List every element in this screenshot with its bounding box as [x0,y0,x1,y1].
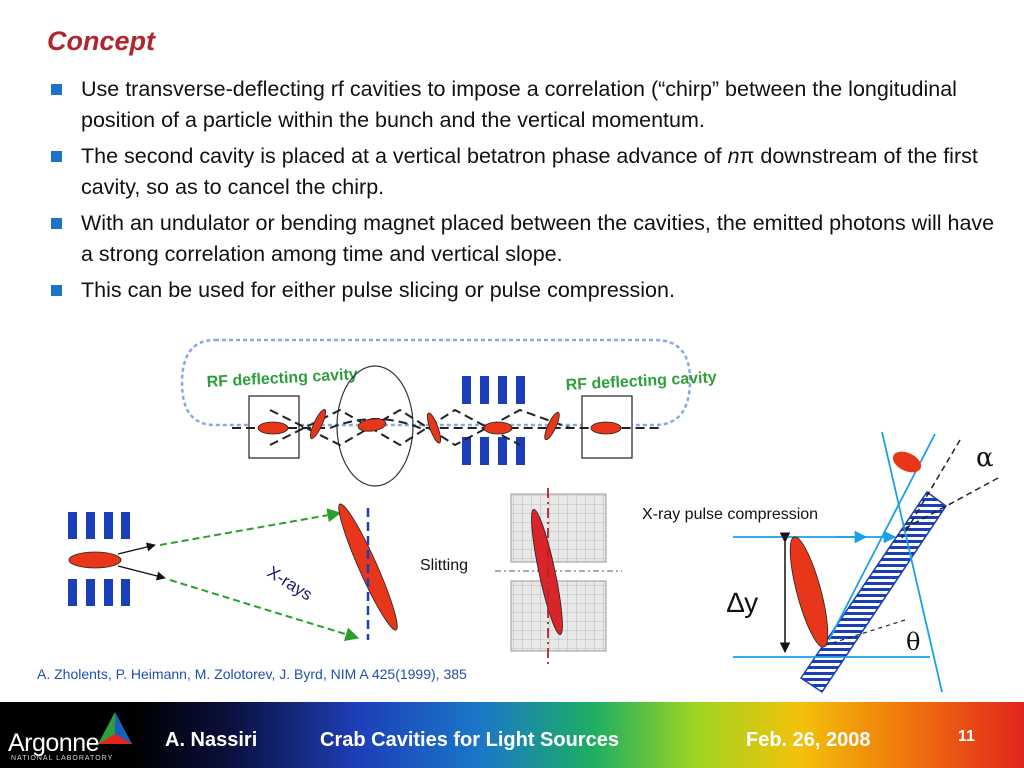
beam-trajectory [232,408,660,447]
bullet-text: This can be used for either pulse slicin… [81,278,675,302]
ring-magnets-top [462,376,525,404]
square-bullet-icon [51,285,62,296]
citation: A. Zholents, P. Heimann, M. Zolotorev, J… [37,666,467,682]
bullet-item: Use transverse-deflecting rf cavities to… [46,74,1006,136]
slit-pulse [531,508,563,636]
delta-y-label: ∆y [727,587,758,618]
rf-label-left: RF deflecting cavity [206,366,358,391]
square-bullet-icon [51,218,62,229]
ring-schematic: RF deflecting cavity RF deflecting cavit… [180,338,717,487]
dipole-magnets-bottom [68,579,130,606]
square-bullet-icon [51,151,62,162]
footer-date: Feb. 26, 2008 [746,729,871,751]
compressed-pulse [892,451,922,473]
dipole-magnets-top [68,512,130,539]
xray-emission-schematic: X-rays [68,503,398,641]
ring-bunches [257,409,622,444]
compression-schematic: X-ray pulse compression ∆y α θ [642,431,999,694]
bullet-text: With an undulator or bending magnet plac… [81,211,995,266]
bullet-italic-n: n [727,144,740,168]
bullet-pi-symbol: π [739,144,755,168]
alpha-label: α [976,443,994,473]
theta-label: θ [906,628,920,656]
footer-bar: Argonne NATIONAL LABORATORY A. Nassiri C… [0,702,1024,768]
bullet-item: With an undulator or bending magnet plac… [46,208,1006,270]
xrays-label: X-rays [264,562,316,604]
electron-bunch [68,551,122,569]
bullet-list: Use transverse-deflecting rf cavities to… [46,74,1006,311]
compression-label: X-ray pulse compression [642,506,818,523]
bullet-text: The second cavity is placed at a vertica… [81,144,728,168]
bullet-item: This can be used for either pulse slicin… [46,275,1006,306]
page-number: 11 [958,728,975,745]
ring-magnets-bottom [462,437,525,465]
slide-title: Concept [47,26,155,56]
square-bullet-icon [51,84,62,95]
footer-talk-title: Crab Cavities for Light Sources [320,729,619,751]
crystal [799,490,948,694]
rf-label-right: RF deflecting cavity [565,369,717,394]
xray-ray-lower [169,579,360,641]
xray-ray-upper [159,508,342,546]
slitting-schematic: Slitting [420,488,622,664]
ring-outline [180,338,692,427]
incoming-pulse [789,536,829,648]
argonne-logo-text: Argonne [8,729,100,757]
slitting-label: Slitting [420,557,468,574]
bullet-text: Use transverse-deflecting rf cavities to… [81,77,957,132]
footer-author: A. Nassiri [165,729,258,751]
bullet-item: The second cavity is placed at a vertica… [46,141,1006,203]
bullet-text-after: downstream of the first cavity, so as to… [81,144,978,199]
concept-diagram: RF deflecting cavity RF deflecting cavit… [37,338,999,694]
argonne-logo-icon [98,712,132,744]
argonne-logo-subtitle: NATIONAL LABORATORY [11,755,114,762]
